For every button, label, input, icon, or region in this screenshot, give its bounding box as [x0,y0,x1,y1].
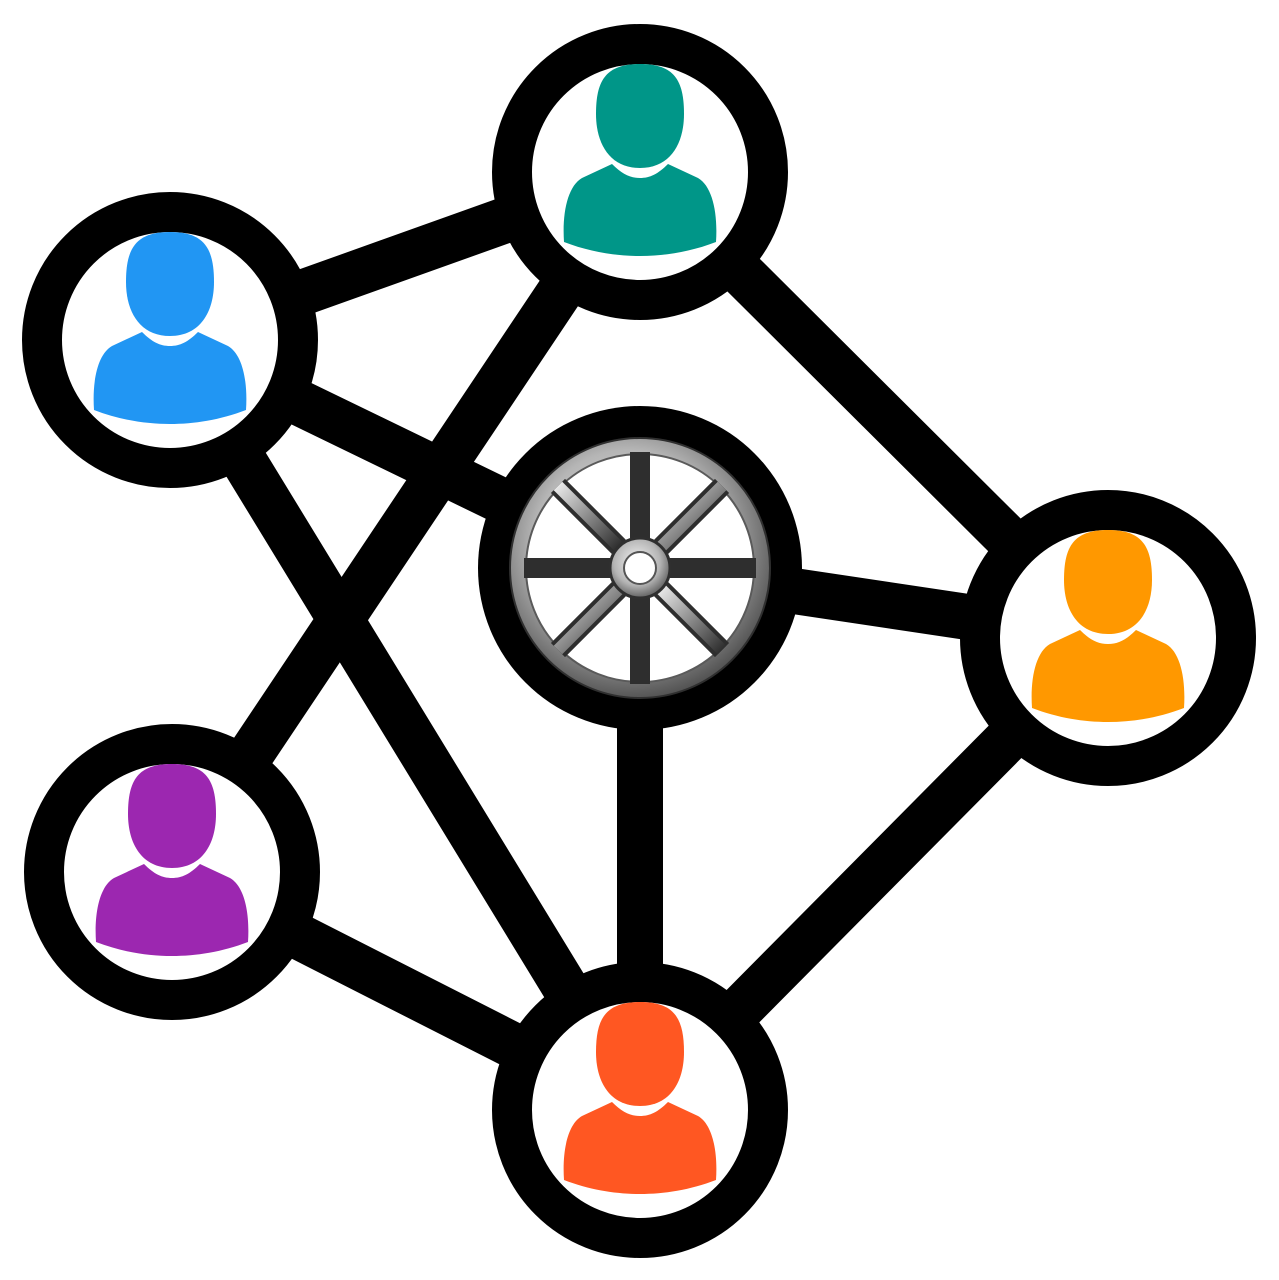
user-node-bottom-left [24,724,320,1020]
user-icon [563,64,717,256]
user-node-right [960,490,1256,786]
user-icon [563,1002,717,1194]
connection-line-left-bottom [147,317,663,1133]
user-node-top [492,24,788,320]
user-node-bottom [492,962,788,1258]
user-icon [93,232,247,424]
wheel-hub-icon [509,437,771,699]
user-node-left [22,192,318,488]
user-nodes [22,24,1256,1258]
user-icon [1031,530,1185,722]
central-hub [478,406,802,730]
user-icon [95,764,249,956]
